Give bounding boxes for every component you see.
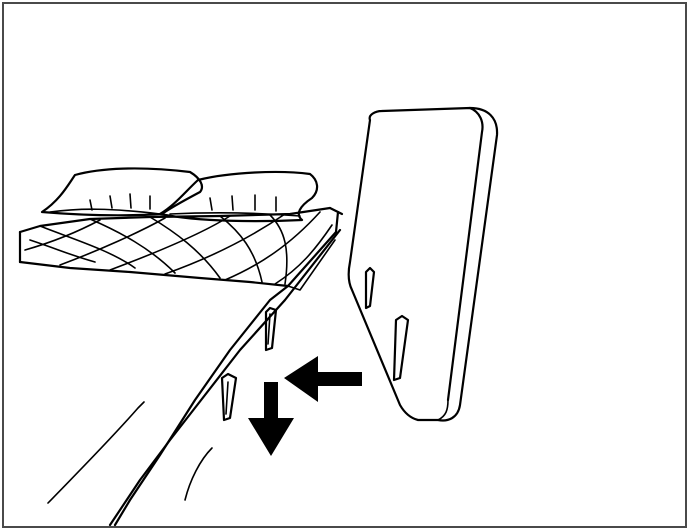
mattress (18, 206, 344, 527)
arrow-left-icon (284, 356, 362, 402)
side-bracket-lower (220, 372, 238, 422)
headboard (347, 106, 499, 422)
pillow-right (158, 170, 319, 223)
headboard-bracket-upper (364, 266, 376, 310)
arrow-down-icon (248, 382, 294, 456)
side-bracket-upper (264, 306, 278, 352)
headboard-bracket-lower (392, 314, 410, 382)
pillow-left (40, 167, 204, 217)
